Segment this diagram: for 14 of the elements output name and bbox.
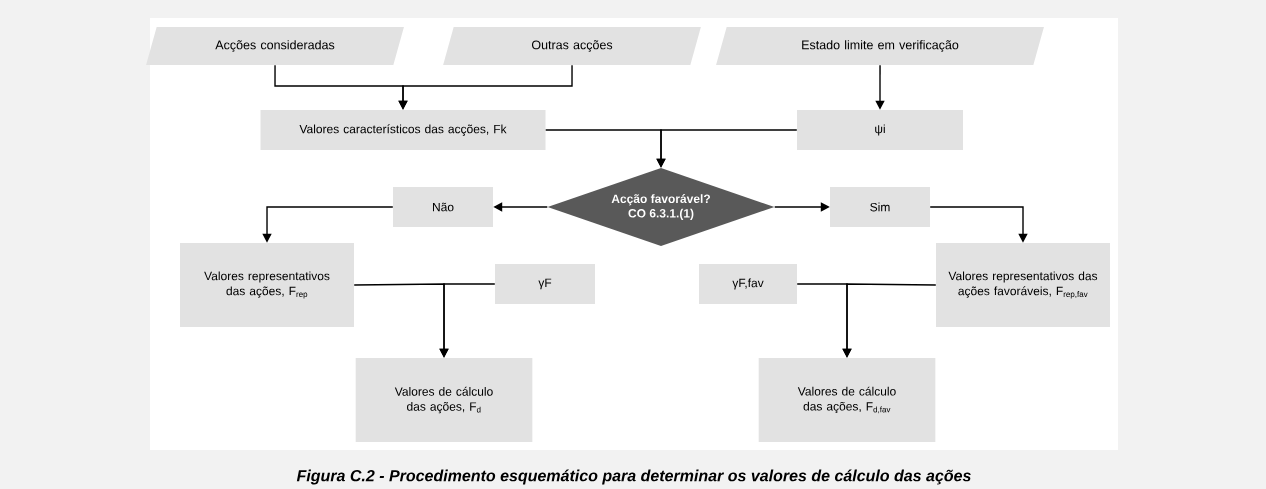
process-box: Sim [830, 187, 930, 227]
process-box: Valores característicos das acções, Fk [260, 110, 546, 150]
input-parallelogram: Estado limite em verificação [716, 27, 1044, 65]
process-box: Valores representativos das ações, F$_{rep}$ [180, 243, 354, 327]
process-box: γF [495, 264, 595, 304]
process-box: ψi [797, 110, 963, 150]
process-box: γF,fav [699, 264, 797, 304]
process-box: Valores de cálculo das ações, F$_{d}$ [355, 358, 533, 442]
process-box: Não [393, 187, 493, 227]
input-parallelogram: Acções consideradas [146, 27, 404, 65]
process-box: Valores representativos das ações favoráveis, F$_{rep,fav}$ [936, 243, 1110, 327]
process-box: Valores de cálculo das ações, F$_{d,fav}$ [758, 358, 936, 442]
figure-caption: Figura C.2 - Procedimento esquemático para determinar os valores de cálculo das ações [296, 469, 971, 485]
input-parallelogram: Outras acções [443, 27, 701, 65]
